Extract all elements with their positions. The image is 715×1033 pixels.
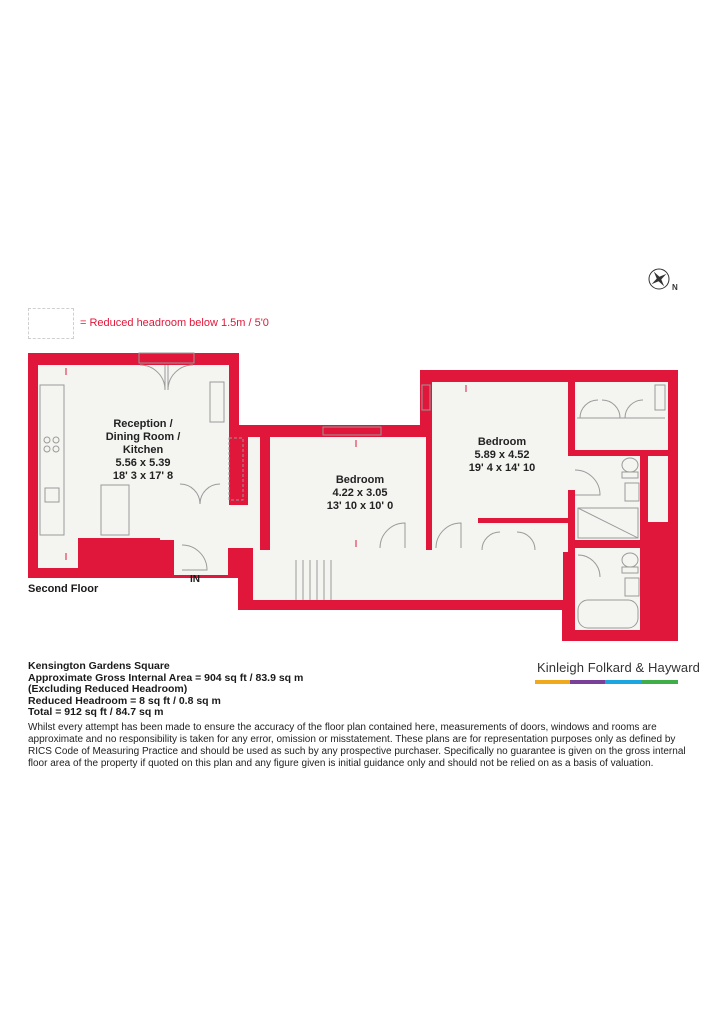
- room-name: Kitchen: [122, 444, 164, 456]
- total-area: Total = 912 sq ft / 84.7 sq m: [28, 706, 164, 718]
- room-name: Reception /: [113, 418, 173, 430]
- fixtures: [39, 352, 666, 629]
- room-dimensions-imperial: 13' 10 x 10' 0: [326, 500, 394, 512]
- room-name: Bedroom: [477, 436, 527, 448]
- brand-bar-orange: [535, 680, 570, 684]
- room-label-bedroom-2: Bedroom 4.22 x 3.05 13' 10 x 10' 0: [305, 474, 415, 513]
- room-dimensions-metric: 5.89 x 4.52: [474, 449, 530, 461]
- brand-bar-blue: [605, 680, 642, 684]
- room-name: Bedroom: [335, 474, 385, 486]
- legend-text: = Reduced headroom below 1.5m / 5'0: [80, 317, 269, 329]
- interior-walls: [78, 382, 668, 630]
- room-label-reception: Reception / Dining Room / Kitchen 5.56 x…: [88, 418, 198, 483]
- brand-bar-green: [642, 680, 678, 684]
- room-name: Dining Room /: [105, 431, 181, 443]
- compass-label: N: [672, 283, 678, 292]
- brand-logo: Kinleigh Folkard & Hayward: [537, 660, 701, 675]
- interior-floor: [38, 365, 668, 630]
- gross-area: Approximate Gross Internal Area = 904 sq…: [28, 671, 304, 684]
- room-label-bedroom-1: Bedroom 5.89 x 4.52 19' 4 x 14' 10: [447, 436, 557, 475]
- room-dimensions-imperial: 18' 3 x 17' 8: [112, 470, 174, 482]
- excluding-note: (Excluding Reduced Headroom): [28, 683, 188, 695]
- floor-name: Second Floor: [28, 583, 99, 595]
- room-dimensions-imperial: 19' 4 x 14' 10: [468, 462, 536, 474]
- disclaimer: Whilst every attempt has been made to en…: [28, 722, 686, 769]
- reduced-headroom-area: Reduced Headroom = 8 sq ft / 0.8 sq m: [28, 694, 221, 707]
- property-name: Kensington Gardens Square: [28, 660, 170, 672]
- entrance-label: IN: [190, 574, 200, 585]
- stairs: [295, 560, 332, 600]
- room-dimensions-metric: 4.22 x 3.05: [332, 487, 388, 499]
- reduced-headroom-swatch: [28, 308, 74, 339]
- area-info: Kensington Gardens Square Approximate Gr…: [28, 660, 304, 719]
- compass-icon: N: [648, 268, 678, 294]
- dimension-arrows: [65, 368, 467, 560]
- room-dimensions-metric: 5.56 x 5.39: [115, 457, 171, 469]
- brand-bar-purple: [570, 680, 605, 684]
